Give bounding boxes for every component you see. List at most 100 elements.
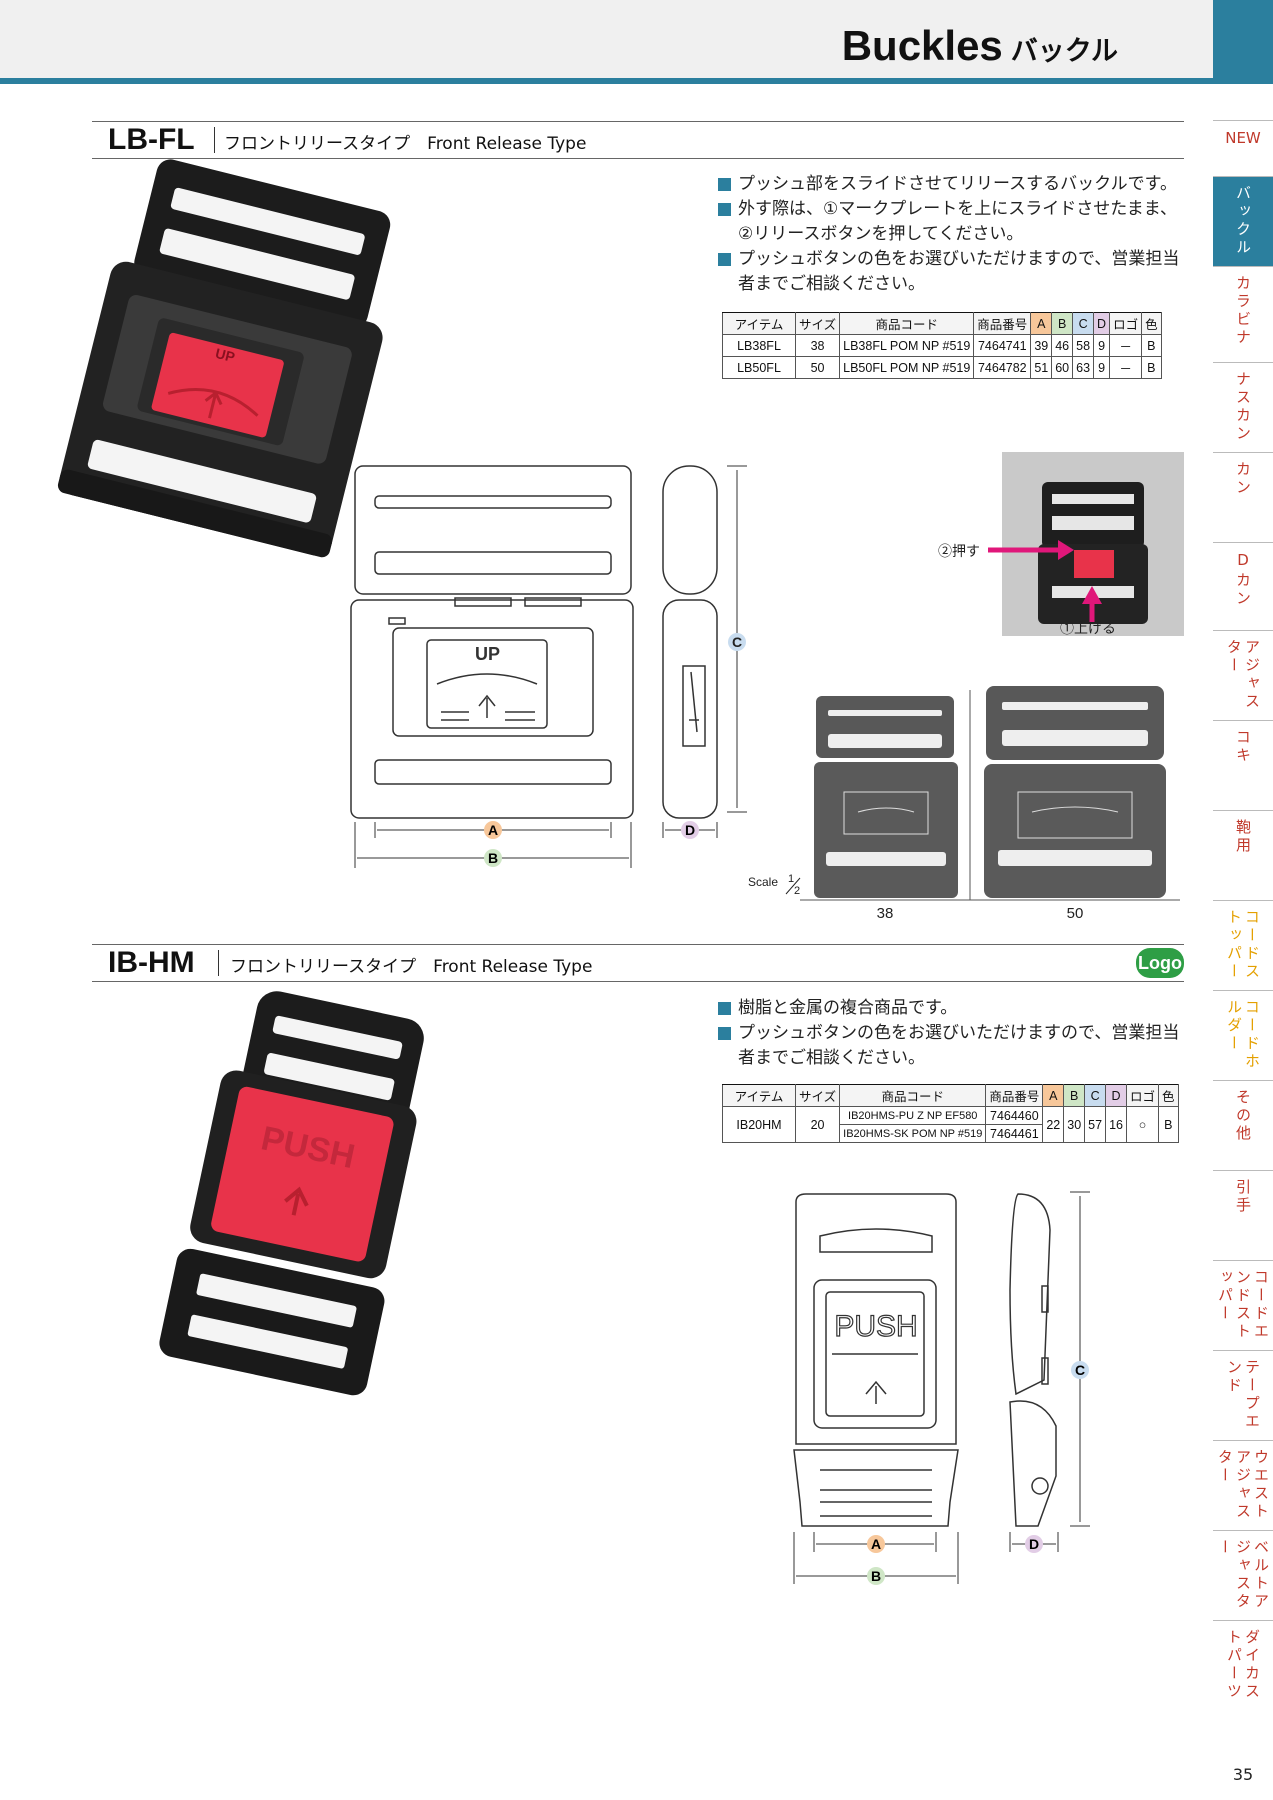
cell: 20 xyxy=(794,1106,841,1143)
table-header-row: アイテム サイズ 商品コード 商品番号 A B C D ロゴ 色 xyxy=(722,1084,1179,1107)
section-header-ib-hm: IB-HM フロントリリースタイプ Front Release Type Log… xyxy=(92,944,1184,982)
feature-item: 外す際は、①マークプレートを上にスライドさせたまま、②リリースボタンを押してくだ… xyxy=(718,197,1188,247)
page-number: 35 xyxy=(1232,1765,1254,1784)
cell: B xyxy=(1141,334,1162,357)
sidebar-item[interactable]: コードホルダー xyxy=(1213,990,1273,1080)
cell: 39 xyxy=(1030,334,1053,357)
push-label: ②押す xyxy=(938,543,980,559)
col-c: C xyxy=(1084,1084,1107,1107)
cell: 7464741 xyxy=(973,334,1032,357)
svg-text:B: B xyxy=(871,1568,881,1584)
cell: 50 xyxy=(794,356,841,379)
svg-text:C: C xyxy=(732,634,742,650)
sidebar-item-label: バックル xyxy=(1234,185,1252,257)
svg-text:2: 2 xyxy=(794,885,800,897)
cell: 7464782 xyxy=(973,356,1032,379)
sidebar-item[interactable]: バックル xyxy=(1213,176,1273,266)
size-50: 50 xyxy=(1067,905,1084,922)
col-number: 商品番号 xyxy=(973,312,1032,335)
logo-badge: Logo xyxy=(1136,948,1184,978)
feature-item: プッシュ部をスライドさせてリリースするバックルです。 xyxy=(718,172,1188,197)
cell: B xyxy=(1141,356,1162,379)
col-code: 商品コード xyxy=(839,1084,987,1107)
sidebar-item[interactable]: 鞄用 xyxy=(1213,810,1273,900)
svg-text:C: C xyxy=(1075,1362,1085,1378)
cell: 30 xyxy=(1063,1106,1086,1143)
feature-item: プッシュボタンの色をお選びいただけますので、営業担当者までご相談ください。 xyxy=(718,1021,1188,1071)
col-b: B xyxy=(1051,312,1074,335)
sidebar-item[interactable]: カラビナ xyxy=(1213,266,1273,362)
sidebar-item-label: ウエストアジャスター xyxy=(1216,1449,1270,1521)
spec-table-lb-fl: アイテム サイズ 商品コード 商品番号 A B C D ロゴ 色 LB38FL … xyxy=(722,312,1162,379)
cell: LB50FL POM NP #519 xyxy=(839,356,975,379)
table-row: IB20HMS-SK POM NP #519 7464461 xyxy=(723,1124,1179,1143)
sidebar-item-label: カン xyxy=(1234,461,1252,497)
col-d: D xyxy=(1105,1084,1127,1107)
col-logo: ロゴ xyxy=(1125,1084,1159,1107)
col-b: B xyxy=(1063,1084,1086,1107)
svg-text:A: A xyxy=(488,822,498,838)
sidebar-item[interactable]: その他 xyxy=(1213,1080,1273,1170)
sidebar-item[interactable]: コキ xyxy=(1213,720,1273,810)
sidebar-item-label: ダイカストパーツ xyxy=(1225,1629,1261,1701)
sidebar-item[interactable]: コードエンドストッパー xyxy=(1213,1260,1273,1350)
lb-fl-product-photo: UP xyxy=(57,159,391,558)
cell: 58 xyxy=(1072,334,1095,357)
sidebar-item[interactable]: ベルトアジャスター xyxy=(1213,1530,1273,1620)
sidebar-item[interactable]: ナスカン xyxy=(1213,362,1273,452)
sidebar-item-label: NEW xyxy=(1225,129,1261,147)
table-row: LB50FL 50 LB50FL POM NP #519 7464782 51 … xyxy=(722,356,1162,379)
svg-text:UP: UP xyxy=(214,345,237,365)
cell: LB38FL xyxy=(722,334,796,357)
lift-label: ①上げる xyxy=(1060,620,1116,636)
cell: 38 xyxy=(794,334,841,357)
col-a: A xyxy=(1042,1084,1065,1107)
cell: ○ xyxy=(1125,1106,1159,1143)
up-label: UP xyxy=(475,644,500,664)
cell: 9 xyxy=(1093,334,1111,357)
ib-hm-product-photo: PUSH xyxy=(159,991,424,1396)
feature-item: 樹脂と金属の複合商品です。 xyxy=(718,996,1188,1021)
product-subtitle: フロントリリースタイプ Front Release Type xyxy=(230,957,593,977)
cell: － xyxy=(1109,334,1143,357)
cell: 7464460 xyxy=(985,1106,1044,1125)
sidebar-item[interactable]: コードストッパー xyxy=(1213,900,1273,990)
sidebar-item[interactable]: 引手 xyxy=(1213,1170,1273,1260)
col-size: サイズ xyxy=(794,312,841,335)
cell: 9 xyxy=(1093,356,1111,379)
sidebar-item-label: テープエンド xyxy=(1225,1359,1261,1431)
sidebar-item[interactable]: テープエンド xyxy=(1213,1350,1273,1440)
sidebar-item[interactable]: NEW xyxy=(1213,120,1273,176)
sidebar-item[interactable]: ウエストアジャスター xyxy=(1213,1440,1273,1530)
sidebar-item[interactable]: Dカン xyxy=(1213,542,1273,630)
sidebar-item-label: Dカン xyxy=(1234,551,1252,608)
sidebar-item-label: コードホルダー xyxy=(1225,999,1261,1071)
cell: 16 xyxy=(1105,1106,1127,1143)
sidebar-item[interactable]: カン xyxy=(1213,452,1273,542)
svg-text:1: 1 xyxy=(788,873,794,885)
feature-item: プッシュボタンの色をお選びいただけますので、営業担当者までご相談ください。 xyxy=(718,247,1188,297)
sidebar-item-label: アジャスター xyxy=(1225,639,1261,711)
sidebar-item-label: ナスカン xyxy=(1234,371,1252,443)
sidebar-item[interactable]: アジャスター xyxy=(1213,630,1273,720)
svg-text:B: B xyxy=(488,850,498,866)
col-color: 色 xyxy=(1141,312,1162,335)
spec-table-ib-hm: アイテム サイズ 商品コード 商品番号 A B C D ロゴ 色 IB20HM … xyxy=(722,1084,1179,1143)
cell: LB38FL POM NP #519 xyxy=(839,334,975,357)
col-d: D xyxy=(1093,312,1111,335)
header-corner-tab xyxy=(1213,0,1273,84)
cell: 60 xyxy=(1051,356,1074,379)
sidebar-item-label: ベルトアジャスター xyxy=(1216,1539,1270,1611)
col-color: 色 xyxy=(1157,1084,1179,1107)
feature-list: 樹脂と金属の複合商品です。 プッシュボタンの色をお選びいただけますので、営業担当… xyxy=(718,996,1188,1071)
sidebar-item[interactable]: ダイカストパーツ xyxy=(1213,1620,1273,1712)
table-row: IB20HM 20 IB20HMS-PU Z NP EF580 7464460 … xyxy=(722,1106,1179,1143)
cell: 22 xyxy=(1042,1106,1065,1143)
cell: LB50FL xyxy=(722,356,796,379)
product-subtitle: フロントリリースタイプ Front Release Type xyxy=(224,134,587,154)
cell: 46 xyxy=(1051,334,1074,357)
header-rule xyxy=(0,78,1213,84)
svg-text:D: D xyxy=(685,822,695,838)
